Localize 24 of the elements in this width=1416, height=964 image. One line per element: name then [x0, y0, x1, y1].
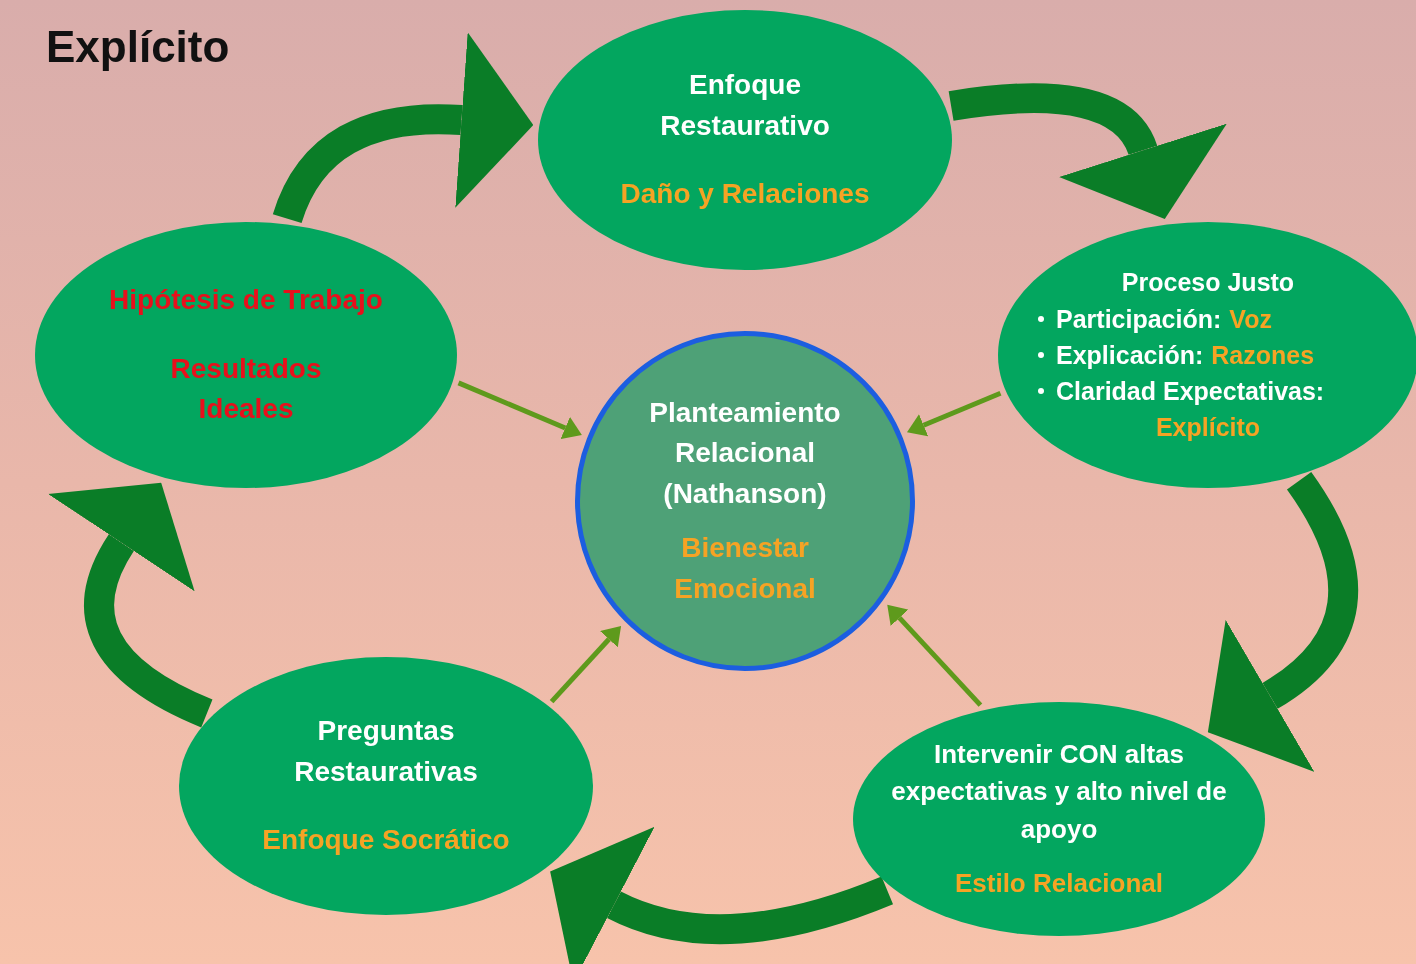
arrow — [907, 390, 1002, 437]
node-text: Hipótesis de Trabajo — [109, 283, 383, 318]
arrow — [457, 380, 582, 439]
node-text: Bienestar Emocional — [673, 531, 817, 606]
title: Explícito — [46, 22, 230, 72]
arrow — [549, 625, 622, 704]
node-text: Enfoque Restaurativo — [659, 68, 831, 143]
node-text: Explicación: — [1056, 339, 1204, 371]
node-text: Planteamiento Relacional (Nathanson) — [648, 395, 842, 511]
curved-arrow — [548, 824, 893, 964]
node-text: Claridad Expectativas: — [1056, 376, 1325, 408]
node-text: Enfoque Socrático — [262, 823, 510, 858]
node-text: Daño y Relaciones — [620, 177, 870, 212]
arrow — [887, 604, 983, 707]
node-text: Voz — [1229, 303, 1272, 335]
node-text: Proceso Justo — [1121, 267, 1295, 299]
node-text: Intervenir CON altas expectativas y alto nivel de apoyo — [890, 737, 1228, 846]
curved-arrow — [948, 83, 1224, 217]
node-text: Preguntas Restaurativas — [293, 714, 479, 789]
node-text: Razones — [1211, 339, 1315, 371]
node-text: Resultados Ideales — [169, 351, 323, 427]
node-text: Explícito — [1155, 412, 1261, 444]
node-text: Participación: — [1056, 303, 1222, 335]
node-text: Estilo Relacional — [954, 866, 1164, 900]
